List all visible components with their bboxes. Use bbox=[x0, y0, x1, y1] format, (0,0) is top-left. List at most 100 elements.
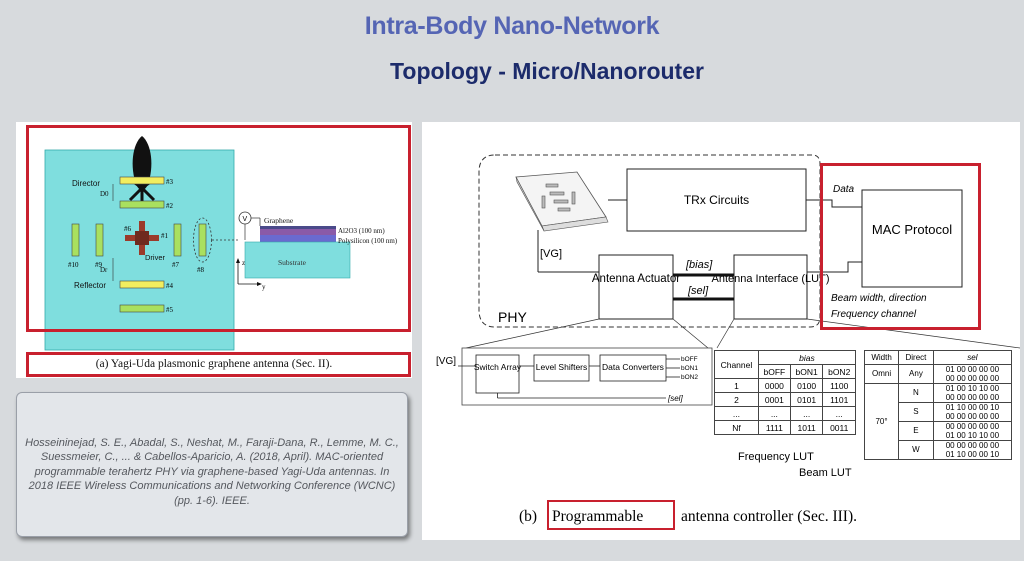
table-cell: 0001 bbox=[757, 392, 791, 407]
element-number: #8 bbox=[197, 266, 205, 274]
beam-lut-table: Width Direct sel Omni Any 01 00 00 00 00… bbox=[863, 350, 1013, 460]
trx-label: TRx Circuits bbox=[684, 193, 749, 207]
sel-value: 00 00 00 00 00 bbox=[945, 393, 1000, 402]
voltmeter-label: V bbox=[243, 216, 248, 223]
polysilicon-label: Polysilicon (100 nm) bbox=[338, 237, 398, 245]
beam-label: Beam width, direction bbox=[831, 293, 927, 304]
radiation-pattern-icon bbox=[132, 136, 152, 190]
reflector-label: Reflector bbox=[74, 281, 106, 290]
driver-label: Driver bbox=[145, 253, 166, 262]
level-shifters-label: Level Shifters bbox=[536, 362, 588, 372]
table-row: ... ... ... ... bbox=[714, 406, 856, 421]
table-cell: W bbox=[898, 440, 934, 460]
element-number: #6 bbox=[124, 225, 132, 233]
table-cell: 0100 bbox=[789, 378, 824, 393]
bias-bus-label: [bias] bbox=[685, 259, 713, 271]
frequency-lut-table: Channel bias bOFF bON1 bON2 1 0000 0100 … bbox=[714, 350, 857, 435]
switch-array-label: Switch Array bbox=[474, 362, 522, 372]
slide-subtitle: Topology - Micro/Nanorouter bbox=[390, 58, 704, 84]
width-header: Width bbox=[863, 350, 900, 365]
highlight-box-programmable bbox=[547, 500, 675, 530]
left-figure-caption: (a) Yagi-Uda plasmonic graphene antenna … bbox=[95, 358, 333, 370]
sel-value: 01 10 00 00 10 bbox=[945, 450, 1000, 459]
table-row: 1 0000 0100 1100 bbox=[714, 378, 856, 393]
table-cell: 1101 bbox=[822, 392, 856, 407]
table-row: 2 0001 0101 1101 bbox=[714, 392, 856, 407]
element-number: #10 bbox=[68, 261, 79, 269]
director-label: Director bbox=[72, 179, 100, 188]
al2o3-label: Al2O3 (100 nm) bbox=[338, 227, 385, 235]
sel-value: 00 00 00 00 00 bbox=[945, 422, 1000, 431]
table-cell: 0000 bbox=[757, 378, 791, 393]
pipeline-vg-label: [VG] bbox=[436, 356, 456, 367]
controller-figure-panel: TRx Circuits [VG] Antenna Actuator Anten… bbox=[422, 122, 1021, 540]
table-cell: N bbox=[898, 383, 934, 403]
pipeline-sel-label: [sel] bbox=[667, 394, 683, 403]
element-number: #9 bbox=[95, 261, 103, 269]
dr-label: Dr bbox=[100, 266, 108, 274]
element-number: #3 bbox=[166, 178, 174, 186]
table-row: Nf 1111 1011 0011 bbox=[714, 420, 856, 435]
table-cell: 1 bbox=[714, 378, 759, 393]
table-cell: 0011 bbox=[822, 420, 856, 435]
pipeline-output-label: bON1 bbox=[681, 365, 698, 372]
caption-prefix: (b) bbox=[519, 508, 537, 525]
sel-bus-label: [sel] bbox=[687, 285, 709, 297]
pipeline-output-label: bON2 bbox=[681, 374, 698, 381]
graphene-label: Graphene bbox=[264, 216, 294, 225]
data-label: Data bbox=[833, 184, 855, 195]
table-cell: ... bbox=[714, 406, 759, 421]
table-cell: Nf bbox=[714, 420, 759, 435]
table-cell: ... bbox=[789, 406, 824, 421]
table-cell: ... bbox=[757, 406, 791, 421]
antenna-interface-label: Antenna Interface (LUT) bbox=[711, 273, 829, 285]
sel-value: 01 00 10 10 00 bbox=[945, 384, 1000, 393]
sel-value: 00 00 00 00 00 bbox=[945, 374, 1000, 383]
citation-box bbox=[16, 392, 408, 537]
table-cell: 0101 bbox=[789, 392, 824, 407]
caption-highlight: Programmable bbox=[552, 508, 643, 525]
table-cell: Any bbox=[898, 364, 934, 384]
antenna-controller-diagram: TRx Circuits [VG] Antenna Actuator Anten… bbox=[436, 154, 1021, 525]
y-axis-label: y bbox=[262, 283, 266, 291]
channel-header: Channel bbox=[714, 350, 759, 379]
bias-subheader: bON1 bbox=[789, 364, 824, 379]
bias-subheader: bOFF bbox=[757, 364, 791, 379]
d0-label: D0 bbox=[100, 190, 109, 198]
pipeline-output-label: bOFF bbox=[681, 356, 698, 363]
element-number: #5 bbox=[166, 306, 174, 314]
table-cell: 2 bbox=[714, 392, 759, 407]
sel-value: 00 00 00 00 00 bbox=[945, 441, 1000, 450]
substrate-label: Substrate bbox=[278, 258, 307, 267]
sel-value: 01 10 00 00 10 bbox=[945, 403, 1000, 412]
sel-value: 01 00 00 00 00 bbox=[945, 365, 1000, 374]
element-number: #7 bbox=[172, 261, 180, 269]
mac-protocol-label: MAC Protocol bbox=[872, 222, 952, 237]
z-axis-label: z bbox=[242, 259, 245, 267]
sel-value: 00 00 00 00 00 bbox=[945, 412, 1000, 421]
table-cell: E bbox=[898, 421, 934, 441]
svg-text:Antenna Actuator: Antenna Actuator bbox=[592, 273, 680, 285]
table-cell: 70° bbox=[863, 383, 900, 460]
element-number: #2 bbox=[166, 202, 174, 210]
beam-lut-title: Beam LUT bbox=[799, 467, 852, 479]
yagi-uda-antenna-diagram: Director Reflector Driver D0 Dr #3 #2 #6… bbox=[44, 136, 398, 351]
highlight-box-antenna bbox=[26, 125, 411, 332]
frequency-channel-label: Frequency channel bbox=[831, 309, 917, 320]
table-cell: ... bbox=[822, 406, 856, 421]
element-number: #4 bbox=[166, 282, 174, 290]
data-converters-label: Data Converters bbox=[602, 362, 664, 372]
element-number: #1 bbox=[161, 232, 169, 240]
table-cell: 1100 bbox=[822, 378, 856, 393]
sel-value: 01 00 10 10 00 bbox=[945, 431, 1000, 440]
bias-header: bias bbox=[757, 350, 857, 365]
direct-header: Direct bbox=[898, 350, 934, 365]
caption-suffix: antenna controller (Sec. III). bbox=[681, 508, 857, 525]
citation-text: Hosseininejad, S. E., Abadal, S., Neshat… bbox=[25, 437, 399, 507]
antenna-actuator-label: Antenna Actuator bbox=[592, 273, 680, 285]
table-cell: S bbox=[898, 402, 934, 422]
highlight-box-caption bbox=[26, 352, 411, 377]
